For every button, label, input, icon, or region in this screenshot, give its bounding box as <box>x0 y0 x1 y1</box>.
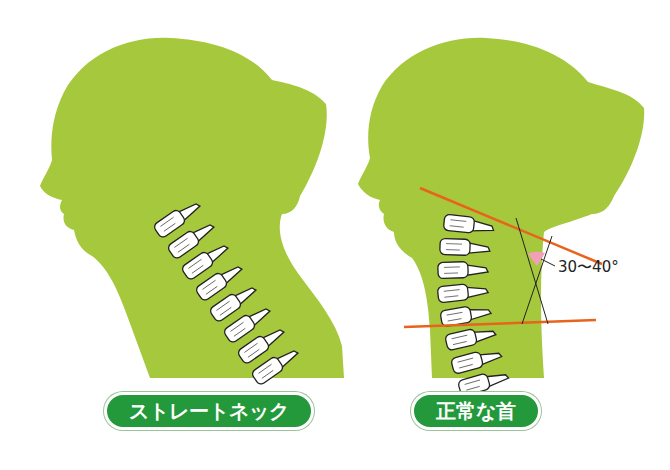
label-pill: ストレートネック <box>104 392 314 430</box>
head-silhouette <box>358 38 644 378</box>
reference-line <box>420 188 602 264</box>
perpendicular-line <box>522 236 552 324</box>
pill-text: 正常な首 <box>436 399 516 423</box>
perpendicular-line <box>516 218 548 324</box>
head-silhouette <box>40 38 344 378</box>
leader-line <box>541 259 555 266</box>
pill-text: ストレートネック <box>129 399 289 423</box>
cervical-spine <box>153 197 301 386</box>
angle-label: 30〜40° <box>558 258 619 277</box>
cervical-spine <box>437 214 510 396</box>
reference-line <box>404 320 596 327</box>
label-pill: 正常な首 <box>411 392 541 430</box>
